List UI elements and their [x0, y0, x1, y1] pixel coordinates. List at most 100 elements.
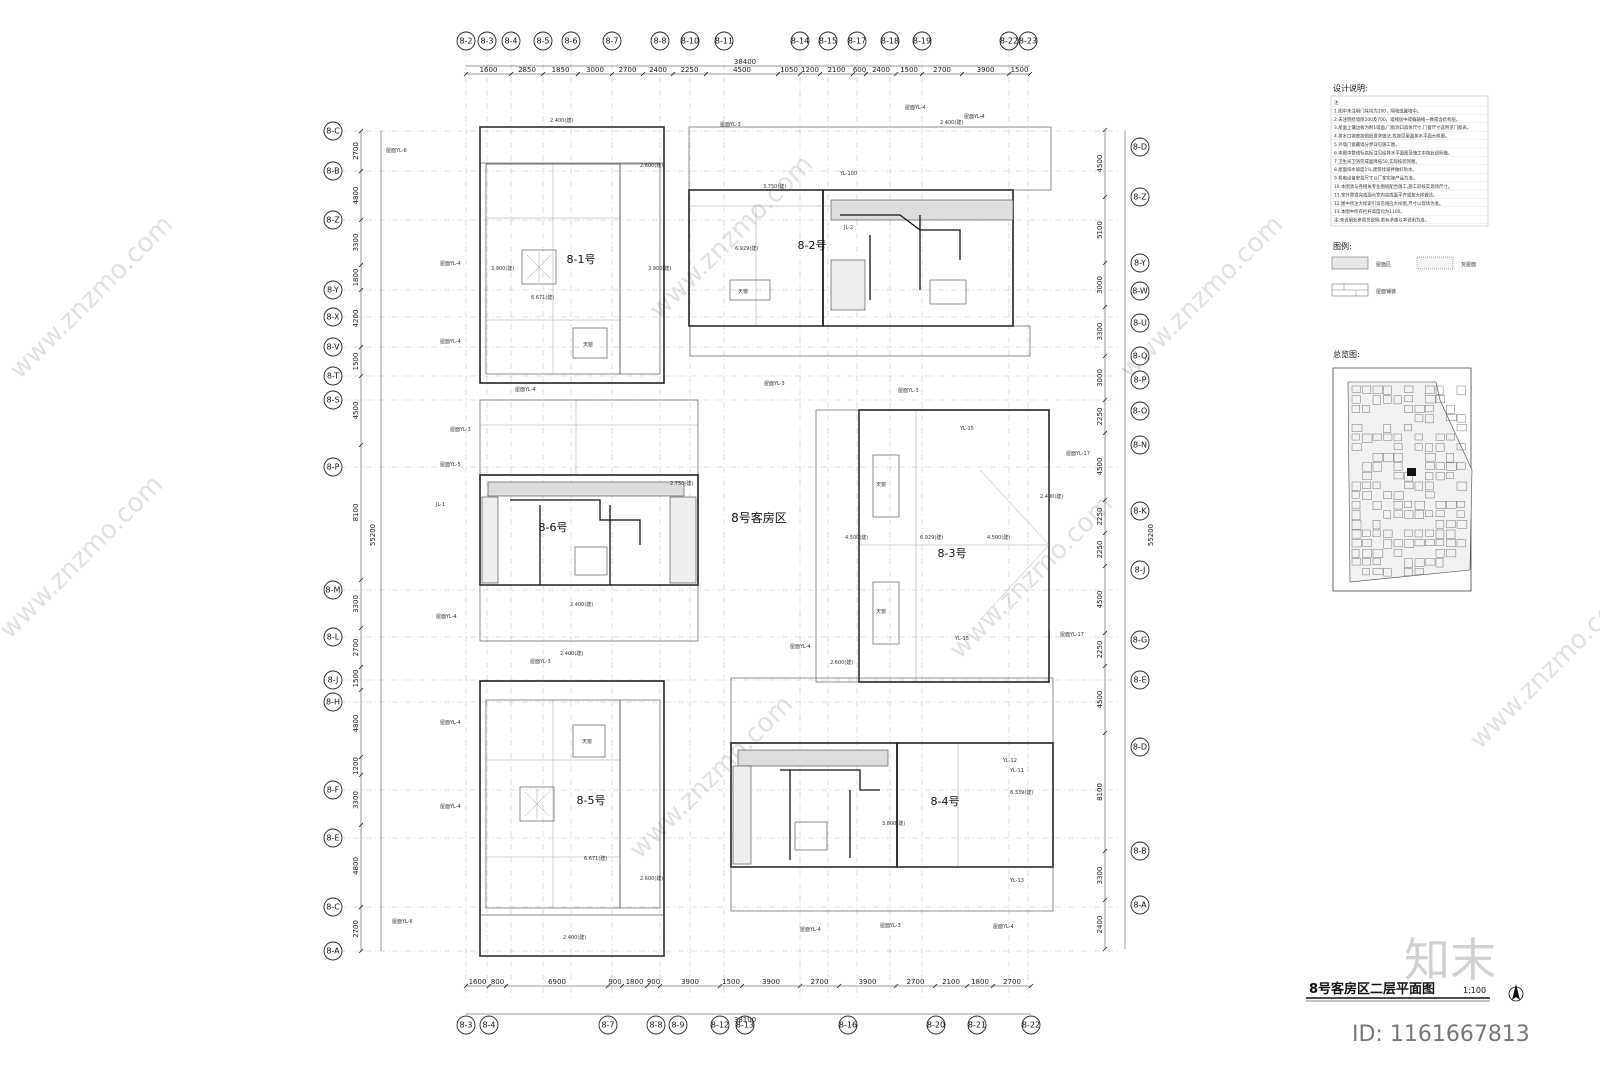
- grid-bubble-top: 8-11: [714, 31, 734, 51]
- dim-bottom: 1600: [469, 978, 487, 986]
- legend-swatch-tile: [1416, 256, 1454, 270]
- dim-left: 1200: [352, 757, 360, 775]
- building-plan: 8-1号 天窗 8-2号 天窗: [386, 105, 1090, 957]
- grid-label: 8-21: [968, 1021, 986, 1030]
- unit-8-3: 8-3号 天窗 天窗: [815, 409, 1050, 683]
- grid-label: 8-Y: [1134, 259, 1146, 268]
- pipe-tag: 屋面YL-17: [1066, 451, 1090, 457]
- grid-label: 8-K: [1133, 507, 1147, 516]
- elevation-mark: 2.400(建): [560, 650, 583, 657]
- unit-label-8-2: 8-2号: [798, 239, 827, 252]
- grid-bubble-left: 8-C: [323, 121, 343, 141]
- grid-label: 8-7: [601, 1021, 614, 1030]
- grid-label: 8-3: [480, 37, 493, 46]
- overall-dim-bottom: 38100: [734, 1016, 756, 1024]
- grid-bubble-right: 8-N: [1130, 435, 1150, 455]
- dim-bottom: 2100: [942, 978, 960, 986]
- note-line: 9.机电设备安装尺寸以厂家实际产品为准。: [1334, 175, 1417, 182]
- grid-bubble-bottom: 8-12: [710, 1015, 730, 1035]
- grid-bubble-right: 8-D: [1130, 737, 1150, 757]
- legend-label: 瓦屋面: [1461, 262, 1476, 268]
- grid-bubble-right: 8-Z: [1130, 187, 1150, 207]
- dim-top: 2850: [518, 66, 536, 74]
- grid-bubble-left: 8-V: [323, 337, 343, 357]
- pipe-tag: YL-15: [954, 636, 969, 642]
- grid-bubble-bottom: 8-8: [646, 1015, 666, 1035]
- grid-label: 8-4: [504, 37, 517, 46]
- grid-bubble-top: 8-7: [602, 31, 622, 51]
- dim-left: 3300: [352, 595, 360, 613]
- grid-bubble-right: 8-A: [1130, 895, 1150, 915]
- grid-label: 8-8: [653, 37, 666, 46]
- grid-label: 8-8: [649, 1021, 662, 1030]
- grid-bubble-top: 8-14: [790, 31, 810, 51]
- note-line: 5.外墙门窗藏墙分界详见施工图。: [1334, 141, 1400, 148]
- pipe-tag: 屋面YL-4: [905, 105, 926, 111]
- pipe-tag: 屋面YL-3: [530, 659, 551, 665]
- note-line: 3.屋面上镶边板为附1墙面,门窗洞口具体尺寸,门窗尺寸选用见门窗表。: [1334, 124, 1471, 131]
- dim-bottom: 1800: [626, 978, 644, 986]
- grid-label: 8-V: [327, 343, 341, 352]
- dim-right: 3300: [1096, 867, 1104, 885]
- dim-left: 4800: [352, 715, 360, 733]
- elevation-mark: 3.800(建): [882, 820, 905, 827]
- grid-bubble-left: 8-X: [323, 307, 343, 327]
- grid-label: 8-P: [1134, 376, 1147, 385]
- skylight-label: 天窗: [583, 341, 593, 348]
- grid-bubble-right: 8-E: [1130, 670, 1150, 690]
- grid-label: 8-6: [564, 37, 577, 46]
- grid-bubble-left: 8-B: [323, 161, 343, 181]
- note-line: 2.未注明给墙厚200及700，墙线居中或偏轴线一致或含结构层。: [1334, 116, 1460, 123]
- dim-bottom: 2700: [1003, 978, 1021, 986]
- legend: 屋面区 瓦屋面 屋面铺装: [1331, 256, 1476, 297]
- dim-top: 2700: [933, 66, 951, 74]
- pipe-tag: 屋面YL-4: [964, 114, 985, 120]
- overall-dim-top: 38400: [734, 58, 756, 66]
- dim-top: 1850: [552, 66, 570, 74]
- elevation-mark: 2.400(建): [570, 601, 593, 608]
- grid-label: 8-O: [1133, 407, 1148, 416]
- grid-bubble-top: 8-3: [477, 31, 497, 51]
- grid-label: 8-P: [327, 463, 340, 472]
- watermark-text: www.znzmo.com: [4, 210, 179, 385]
- grid-label: 8-4: [482, 1021, 495, 1030]
- overview-title: 总览图:: [1333, 349, 1360, 359]
- elevation-marks: 2.400(建) 2.600(建) 3.900(建) 6.671(建) 3.90…: [491, 117, 1063, 941]
- elevation-mark: 2.750(建): [670, 480, 693, 487]
- dim-right: 4500: [1096, 591, 1104, 609]
- grid-label: 8-M: [326, 586, 341, 595]
- pipe-tag: JL-1: [435, 502, 445, 508]
- pipe-tag: YL-12: [1002, 758, 1017, 764]
- unit-label-8-5: 8-5号: [577, 794, 606, 807]
- grid-bubble-right: 8-Q: [1130, 346, 1150, 366]
- dim-left: 4500: [352, 402, 360, 420]
- unit-8-1: 8-1号 天窗: [479, 126, 665, 384]
- dim-top: 600: [853, 66, 866, 74]
- grid-bubble-top: 8-15: [818, 31, 838, 51]
- dim-left: 2700: [352, 142, 360, 160]
- pipe-tag: 屋面YL-6: [386, 148, 407, 154]
- note-line: 7.卫生间卫浴完成面降低50,实际按装饰图。: [1334, 158, 1420, 165]
- brand-text: 知末: [1404, 933, 1496, 987]
- skylight-label: 天窗: [876, 481, 886, 488]
- grid-label: 8-16: [839, 1021, 857, 1030]
- grid-bubble-right: 8-B: [1130, 841, 1150, 861]
- grid-label: 8-15: [819, 37, 837, 46]
- design-notes-panel: 设计说明: 注:1.图中未注明门垛均为100，隔墙或翼墙中。2.未注明给墙厚20…: [1330, 83, 1489, 592]
- note-line: 注:: [1334, 99, 1340, 106]
- dim-right: 2250: [1096, 408, 1104, 426]
- grid-label: 8-11: [715, 37, 733, 46]
- grid-label: 8-18: [881, 37, 899, 46]
- unit-label-8-4: 8-4号: [931, 795, 960, 808]
- grid-bubble-bottom: 8-7: [598, 1015, 618, 1035]
- pipe-tag: 屋面YL-4: [790, 644, 811, 650]
- note-line: 6.本图中管线标高标注见给排水平面图及施工中按此说明做。: [1334, 149, 1452, 156]
- elevation-mark: 3.900(建): [491, 265, 514, 272]
- grid-bubble-left: 8-A: [323, 941, 343, 961]
- grid-bubble-bottom: 8-9: [668, 1015, 688, 1035]
- dim-right: 3000: [1096, 276, 1104, 294]
- grid-bubble-top: 8-4: [501, 31, 521, 51]
- grid-bubble-top: 8-19: [912, 31, 932, 51]
- dim-top: 1050: [780, 66, 798, 74]
